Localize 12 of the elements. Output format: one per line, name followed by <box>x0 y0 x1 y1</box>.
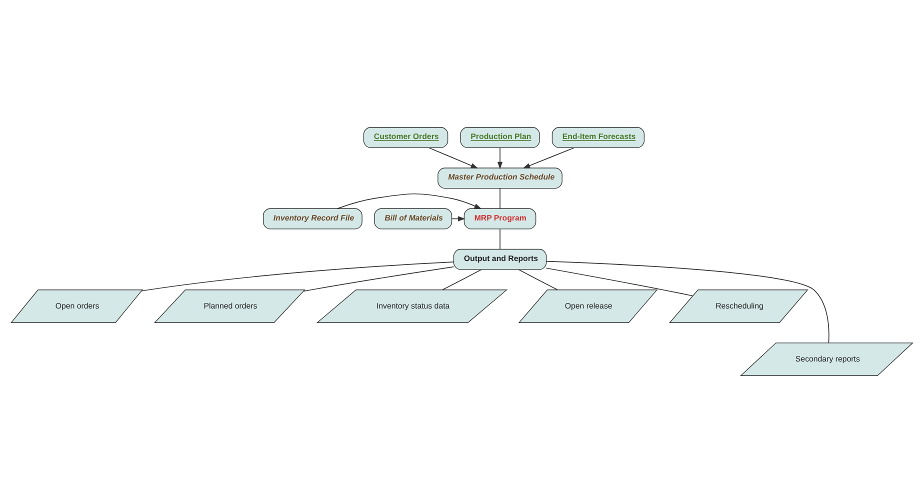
connector <box>140 261 454 291</box>
connector <box>545 267 693 296</box>
connector <box>518 268 558 290</box>
arrow <box>428 146 478 168</box>
arrow <box>336 192 482 209</box>
arrow <box>522 146 574 168</box>
arrow <box>496 146 502 169</box>
connector <box>302 266 454 292</box>
connector <box>499 228 500 250</box>
connector <box>442 268 482 290</box>
connector <box>499 188 500 208</box>
connector <box>545 260 829 343</box>
